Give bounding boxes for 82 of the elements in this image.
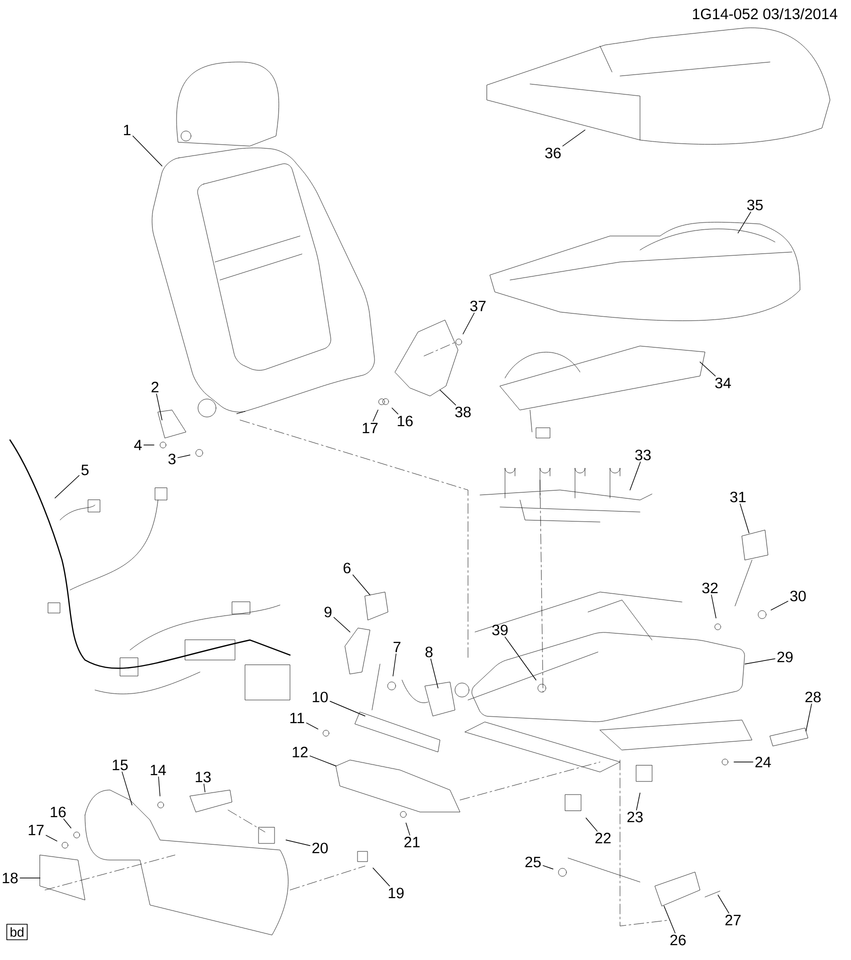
leader-line [806,704,812,732]
leader-line [744,658,776,664]
leader-line [738,212,752,234]
callout-number: 27 [725,914,741,926]
callout-number: 15 [112,760,128,770]
leader-line [63,818,72,828]
callout-number: 34 [715,378,731,388]
leader-line [664,906,676,934]
label-box: bd [6,924,28,940]
drawing-number: 1G14-052 03/13/2014 [693,8,838,20]
leader-line [330,700,366,716]
callout-number: 38 [455,406,471,418]
leader-line [430,658,438,688]
callout-number: 10 [312,692,328,702]
callout-number: 23 [627,812,643,822]
callout-number: 2 [152,382,158,392]
leader-line [740,504,750,534]
callout-number: 7 [394,642,400,652]
leader-line [372,410,378,422]
leader-line [144,444,154,446]
leader-line [372,868,390,886]
callout-number: 24 [755,756,771,768]
callout-number: 30 [790,590,806,602]
callout-number: 13 [196,772,211,782]
callout-number: 39 [492,624,508,636]
leader-line [462,312,475,334]
callout-number: 11 [290,712,304,724]
leader-line [770,600,788,610]
leader-line [392,408,398,414]
callout-number: 1 [124,124,130,136]
leader-line [132,136,162,166]
leader-line [711,594,716,618]
callout-number: 33 [635,450,651,460]
leader-line [334,617,350,632]
leader-line [630,462,641,490]
leader-line [46,834,58,842]
leader-line [440,390,456,406]
leader-line [700,362,716,376]
callout-number: 20 [312,842,328,854]
callout-number: 14 [150,764,166,776]
leader-line [636,792,640,810]
callout-number: 9 [324,606,332,618]
leader-line [504,636,536,680]
callout-number: 12 [292,746,308,758]
leader-line [542,865,554,870]
callout-number: 31 [730,492,746,502]
callout-number: 16 [398,416,413,426]
callout-number: 19 [388,888,404,898]
callout-number: 17 [28,824,44,836]
callout-number: 32 [702,582,718,594]
callout-number: 37 [470,300,486,312]
callout-number: 17 [362,422,378,434]
leader-line [406,822,410,836]
leader-line [586,818,598,832]
leader-line [156,394,162,420]
leader-line [286,840,310,846]
leader-line [352,574,370,596]
callout-number: 5 [81,464,89,476]
leader-line [122,772,132,806]
callout-number: 36 [545,148,561,158]
leader-line [310,756,336,766]
callout-number: 8 [426,646,433,658]
callout-number: 35 [747,200,763,210]
leader-line [204,784,206,792]
callout-number: 29 [777,652,793,662]
callout-number: 26 [670,934,686,946]
leader-line [54,475,80,498]
callout-number: 6 [344,562,351,574]
leader-line [718,894,730,914]
leader-line [562,130,586,146]
callout-number: 4 [134,440,142,450]
leader-line [158,776,160,796]
callout-number: 3 [168,454,176,464]
callout-number: 22 [595,832,611,844]
leader-line [178,454,190,458]
callout-number: 28 [805,692,821,702]
callout-number: 16 [50,806,66,818]
callout-number: 21 [404,836,420,848]
leader-line [392,654,396,676]
callout-number: 25 [525,856,541,868]
callout-number: 18 [2,872,18,884]
leader-line [306,722,318,730]
